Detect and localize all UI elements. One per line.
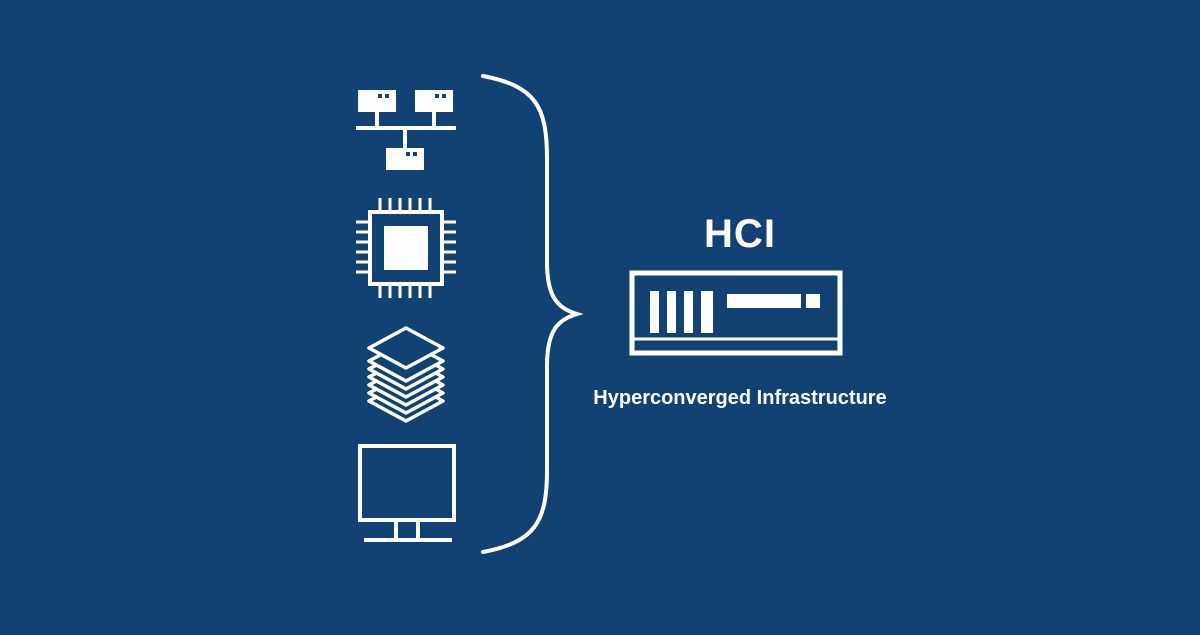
- diagram-subtitle: Hyperconverged Infrastructure: [593, 387, 887, 409]
- cpu-chip-icon: [356, 198, 456, 298]
- network-icon: [356, 90, 456, 170]
- diagram-title: HCI: [704, 212, 776, 256]
- curly-brace: [481, 74, 584, 554]
- monitor-icon: [358, 444, 456, 542]
- server-rack-icon: [629, 270, 843, 356]
- storage-layers-icon: [367, 326, 445, 423]
